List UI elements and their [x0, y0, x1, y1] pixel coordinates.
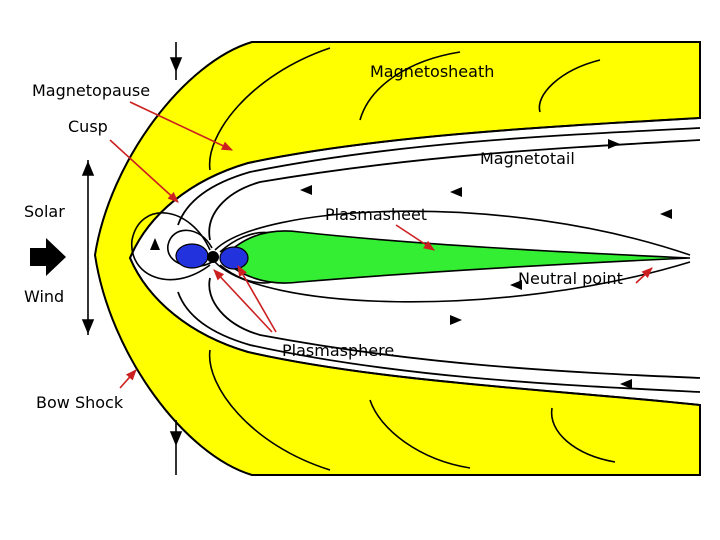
magnetopause-label: Magnetopause [32, 81, 150, 100]
plasmasphere-label: Plasmasphere [282, 341, 394, 360]
bow-shock-label: Bow Shock [36, 393, 124, 412]
cusp-label: Cusp [68, 117, 108, 136]
wind-label: Wind [24, 287, 64, 306]
solar-wind-arrow-icon [30, 238, 66, 276]
earth-icon [207, 251, 219, 263]
magnetosheath-label: Magnetosheath [370, 62, 494, 81]
solar-label: Solar [24, 202, 65, 221]
magnetotail-label: Magnetotail [480, 149, 575, 168]
plasmasheet-label: Plasmasheet [325, 205, 427, 224]
neutral-point-label: Neutral point [518, 269, 623, 288]
